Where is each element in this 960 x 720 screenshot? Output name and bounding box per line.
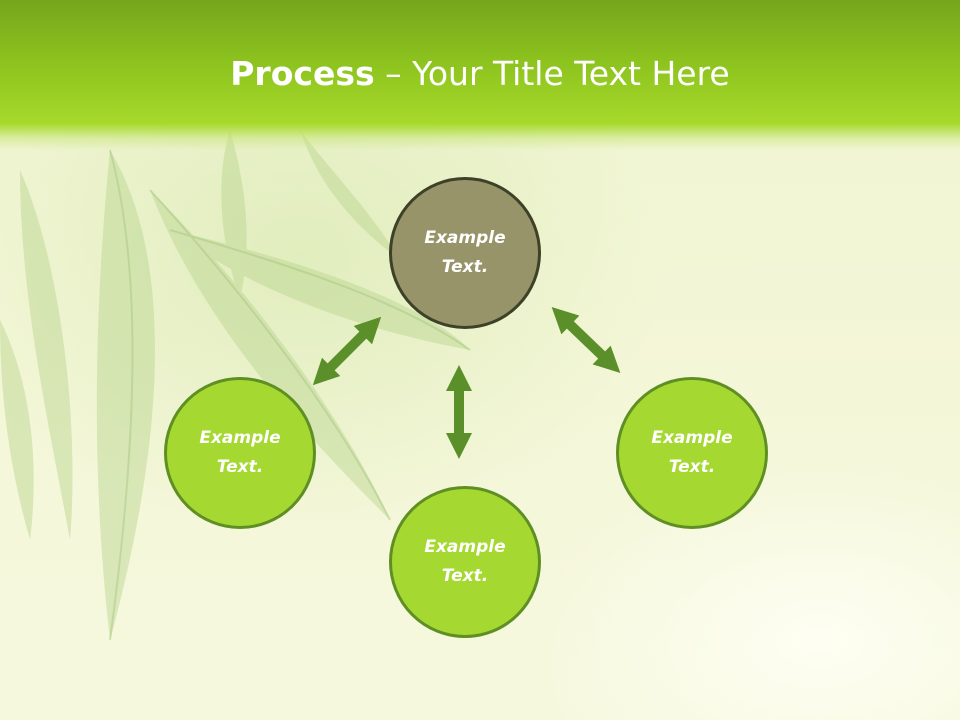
arrow-top-right [551, 306, 621, 374]
process-node-right-label: Example Text. [651, 428, 733, 477]
process-node-left-label: Example Text. [199, 428, 281, 477]
title-bold: Process [230, 54, 375, 93]
process-node-right: Example Text. [616, 377, 768, 529]
title-bar [0, 0, 960, 150]
slide-title: Process – Your Title Text Here [0, 54, 960, 93]
process-node-top-label: Example Text. [424, 228, 506, 277]
process-node-left: Example Text. [164, 377, 316, 529]
arrow-top-left [312, 316, 382, 386]
process-node-bottom: Example Text. [389, 486, 541, 638]
process-node-top: Example Text. [389, 177, 541, 329]
title-rest: – Your Title Text Here [374, 54, 730, 93]
process-node-bottom-label: Example Text. [424, 537, 506, 586]
